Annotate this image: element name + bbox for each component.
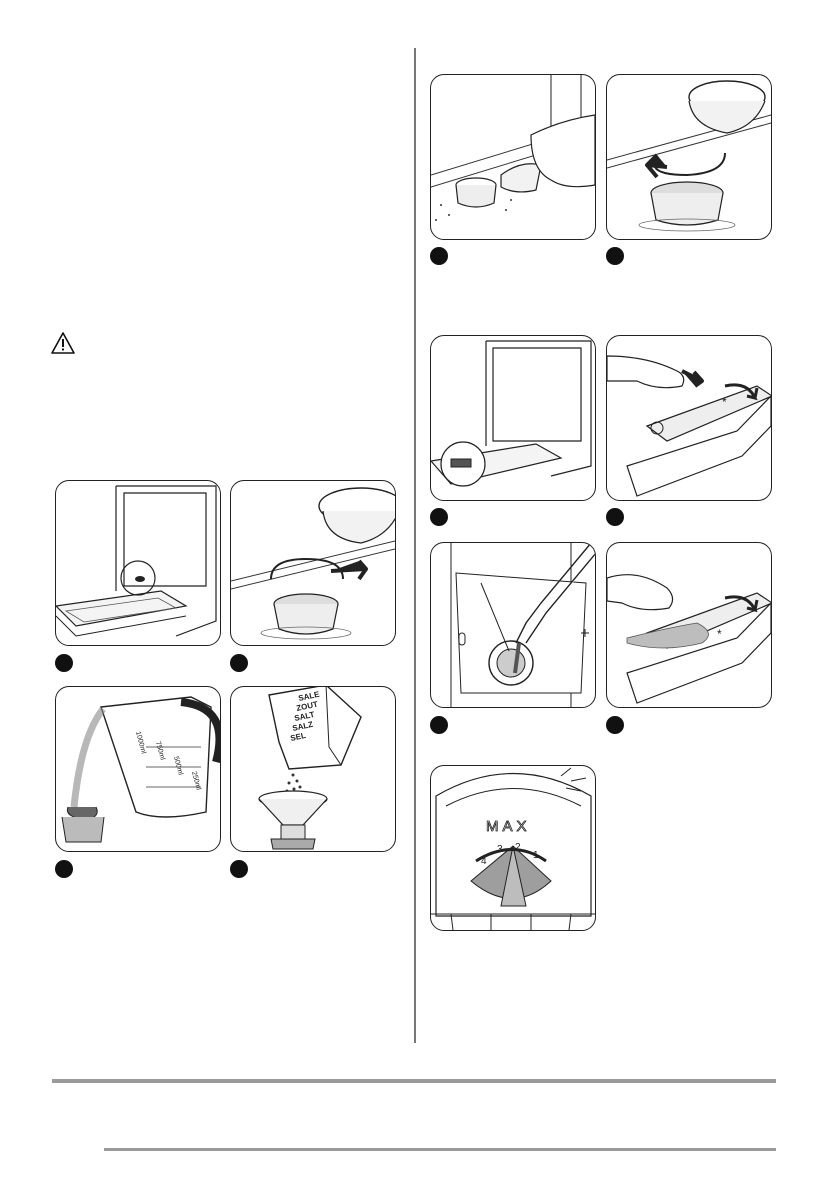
- illustration-unscrew-salt-cap: [230, 480, 396, 646]
- horizontal-rule: [52, 1079, 776, 1083]
- step-marker: [606, 716, 624, 734]
- step-marker: [430, 247, 448, 265]
- dispenser-symbol: *: [722, 395, 727, 409]
- salt-label-sel: SEL: [290, 731, 307, 743]
- warning-triangle-icon: [51, 332, 75, 354]
- illustration-open-dispenser: *: [606, 335, 772, 501]
- illustration-open-dishwasher: [55, 480, 221, 646]
- rinse-dial-number: 3: [497, 844, 503, 855]
- salt-label-sale: SALE: [298, 690, 321, 703]
- rinse-dial-number: 4: [481, 856, 487, 867]
- salt-label-salz: SALZ: [292, 720, 314, 733]
- rinse-dial-number: 2: [515, 842, 521, 853]
- illustration-wipe-spills: [430, 74, 596, 240]
- illustration-fill-rinse-aid: [430, 542, 596, 708]
- step-marker: [606, 508, 624, 526]
- salt-label-salt: SALT: [294, 710, 316, 723]
- step-marker: [430, 716, 448, 734]
- jug-mark-750: 750ml: [154, 741, 166, 762]
- rinse-dial-max: MAX: [486, 818, 531, 835]
- step-marker: [430, 508, 448, 526]
- illustration-close-salt-cap: [606, 74, 772, 240]
- dispenser-symbol: *: [717, 627, 722, 641]
- illustration-pour-water: 1000ml 750ml 500ml 250ml: [55, 686, 221, 852]
- illustration-door-dispenser: [430, 335, 596, 501]
- jug-mark-500: 500ml: [172, 756, 184, 777]
- salt-label-zout: ZOUT: [296, 700, 319, 713]
- step-marker: [55, 654, 73, 672]
- illustration-fill-salt: SALE ZOUT SALT SALZ SEL: [230, 686, 396, 852]
- illustration-rinse-aid-dial: MAX 4 3 2 1: [430, 765, 596, 931]
- step-marker: [230, 860, 248, 878]
- rinse-dial-number: 1: [533, 850, 539, 861]
- step-marker: [230, 654, 248, 672]
- illustration-wipe-rinse-aid: *: [606, 542, 772, 708]
- horizontal-rule: [104, 1148, 776, 1151]
- jug-mark-250: 250ml: [190, 771, 202, 792]
- step-marker: [606, 247, 624, 265]
- column-divider: [414, 48, 416, 1043]
- step-marker: [55, 860, 73, 878]
